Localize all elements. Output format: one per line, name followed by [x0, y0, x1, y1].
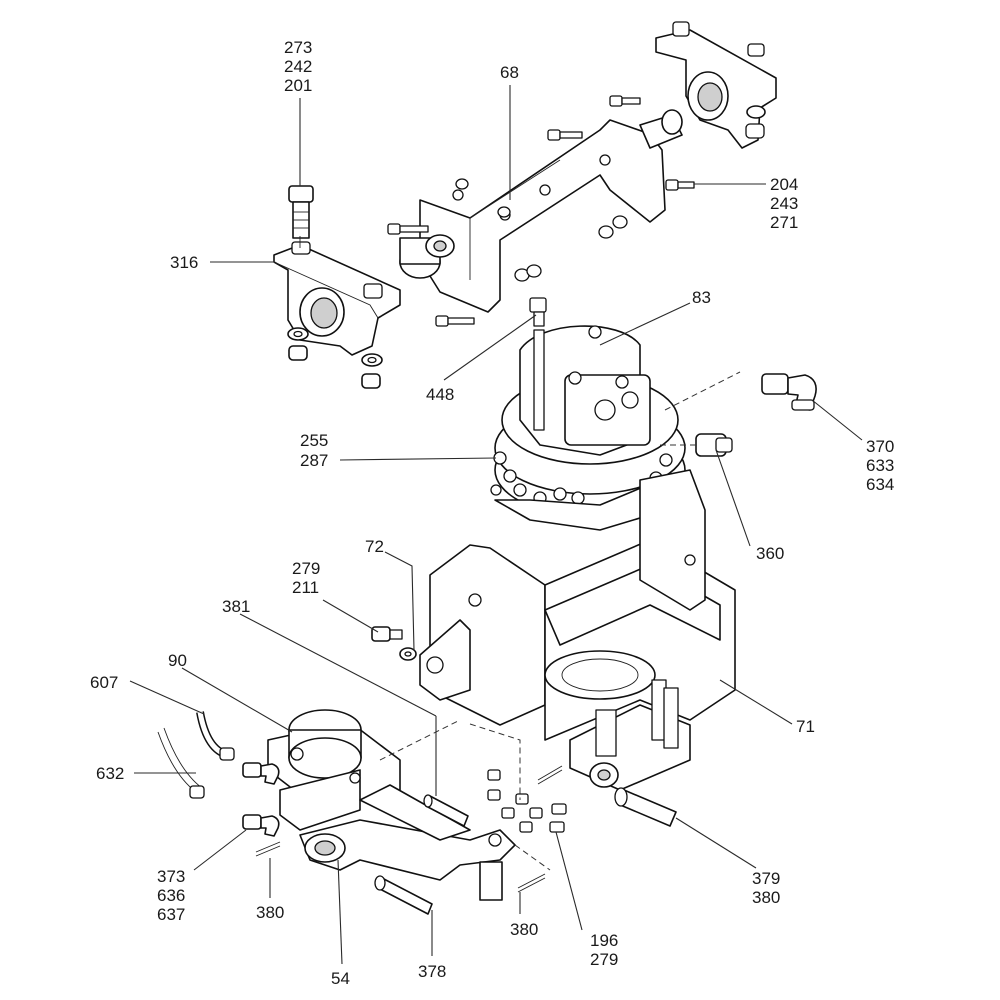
flange-bolt-ring: [490, 451, 673, 531]
straight-fitting-360: [695, 433, 733, 457]
callout-634: 634: [866, 475, 894, 494]
callout-360: 360: [756, 544, 784, 563]
callout-196: 196: [590, 931, 618, 950]
callout-279-lower: 279: [590, 950, 618, 969]
callout-201: 201: [284, 76, 312, 95]
callout-380-left: 380: [256, 903, 284, 922]
callout-72: 72: [365, 537, 384, 556]
callout-633: 633: [866, 456, 894, 475]
callout-380-center: 380: [510, 920, 538, 939]
callout-632: 632: [96, 764, 124, 783]
callout-243: 243: [770, 194, 798, 213]
bearing-bracket-right: [655, 21, 777, 149]
bolt-part-273: [288, 185, 314, 239]
callout-316: 316: [170, 253, 198, 272]
cotter-pin-380: [255, 765, 563, 893]
callout-83: 83: [692, 288, 711, 307]
callout-204: 204: [770, 175, 798, 194]
callout-448: 448: [426, 385, 454, 404]
callout-636: 636: [157, 886, 185, 905]
axle-beam-68: [399, 109, 683, 313]
callout-68: 68: [500, 63, 519, 82]
callout-54: 54: [331, 969, 350, 988]
callout-370: 370: [866, 437, 894, 456]
center-lines: [379, 371, 741, 871]
bolt-cluster-196: [487, 769, 567, 833]
callout-271: 271: [770, 213, 798, 232]
callout-380-right: 380: [752, 888, 780, 907]
callout-287: 287: [300, 451, 328, 470]
callout-211: 211: [292, 578, 319, 597]
callout-378: 378: [418, 962, 446, 981]
elbow-fitting-373: [242, 762, 280, 837]
callout-379: 379: [752, 869, 780, 888]
callout-255: 255: [300, 431, 328, 450]
bearing-bracket-316: [273, 236, 401, 356]
washer-nut-set-left: [287, 327, 383, 389]
callout-242: 242: [284, 57, 312, 76]
callout-labels: 273 242 201 68 204 243 271 316 83 448 37…: [90, 38, 894, 988]
lever-arm-54: [299, 784, 516, 901]
frame-housing-71: [419, 469, 736, 791]
leader-lines: [129, 85, 863, 965]
elbow-fitting-370: [761, 373, 817, 411]
callout-637: 637: [157, 905, 185, 924]
callout-90: 90: [168, 651, 187, 670]
pin-381: [423, 794, 469, 827]
plug-fitting-279: [371, 626, 417, 661]
callout-607: 607: [90, 673, 118, 692]
callout-373: 373: [157, 867, 185, 886]
hydraulic-motor-83: [494, 297, 686, 517]
callout-71: 71: [796, 717, 815, 736]
pin-378: [374, 875, 433, 915]
bolt-set-beam: [387, 95, 695, 327]
reservoir-90: [267, 709, 401, 831]
pin-379: [614, 787, 677, 827]
callout-273: 273: [284, 38, 312, 57]
hose-607-632: [157, 711, 235, 799]
callout-381: 381: [222, 597, 250, 616]
callout-279-upper: 279: [292, 559, 320, 578]
